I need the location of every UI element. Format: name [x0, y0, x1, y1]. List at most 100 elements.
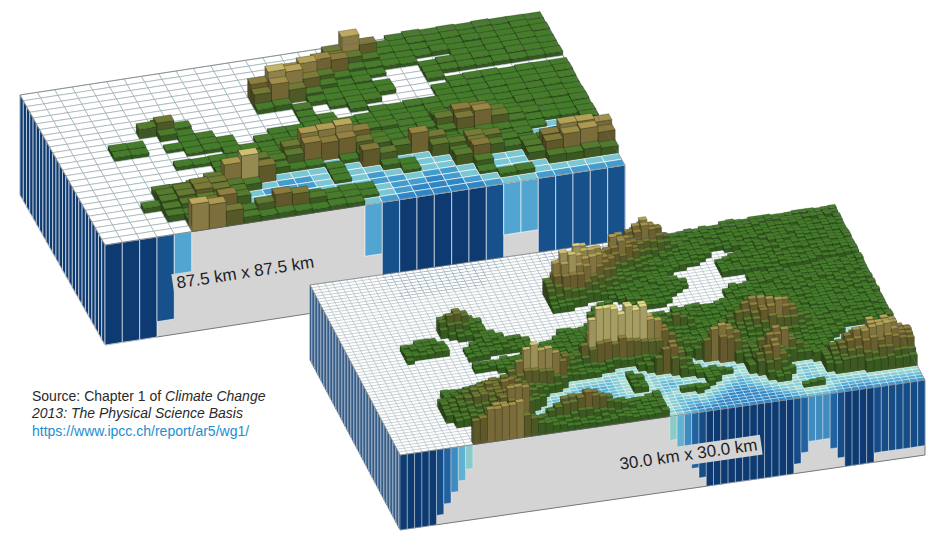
depth-bar — [355, 370, 357, 448]
depth-bar — [56, 159, 59, 265]
depth-bar — [315, 294, 317, 372]
depth-bar — [43, 135, 46, 241]
depth-bar — [316, 296, 318, 374]
depth-bar — [333, 328, 335, 406]
depth-bar — [357, 373, 359, 451]
depth-bar — [102, 239, 105, 345]
depth-bar — [321, 305, 323, 383]
depth-bar — [345, 350, 347, 428]
depth-bar — [328, 319, 330, 397]
depth-bar — [40, 130, 43, 236]
depth-bar — [372, 401, 374, 479]
terrain-column — [363, 148, 380, 168]
depth-bar — [369, 396, 371, 474]
depth-bar — [49, 147, 52, 253]
depth-bar — [76, 193, 79, 299]
depth-bar — [313, 291, 315, 369]
terrain-column — [226, 209, 243, 227]
terrain-column — [411, 131, 428, 154]
depth-bar — [85, 210, 88, 316]
depth-bar — [325, 313, 327, 391]
depth-bar — [391, 438, 393, 516]
depth-bar — [82, 205, 85, 311]
depth-bar — [348, 356, 350, 434]
depth-bar — [407, 453, 414, 529]
depth-bar — [429, 450, 436, 526]
depth-bar — [881, 385, 888, 452]
depth-bar — [378, 413, 380, 491]
depth-bar — [327, 316, 329, 394]
depth-bar — [394, 444, 396, 522]
depth-bar — [910, 381, 917, 448]
depth-bar — [27, 107, 30, 213]
depth-bar — [918, 380, 925, 447]
depth-bar — [346, 353, 348, 431]
depth-bar — [361, 381, 363, 459]
terrain-column — [192, 202, 209, 232]
depth-bar — [312, 288, 314, 366]
depth-bar — [393, 441, 395, 519]
depth-bar — [896, 383, 903, 450]
depth-bar — [95, 228, 98, 334]
depth-bar — [122, 240, 139, 343]
depth-bar — [310, 285, 312, 363]
depth-bar — [364, 387, 366, 465]
depth-bar — [367, 393, 369, 471]
depth-bar — [466, 445, 473, 470]
depth-bar — [400, 454, 407, 530]
depth-bar — [349, 359, 351, 437]
depth-bar — [59, 164, 62, 270]
depth-bar — [845, 390, 852, 466]
depth-bar — [340, 342, 342, 420]
depth-bar — [390, 435, 392, 513]
depth-bar — [387, 430, 389, 508]
depth-bar — [830, 393, 837, 449]
depth-bar — [336, 333, 338, 411]
depth-bar — [397, 449, 399, 527]
depth-bar — [794, 398, 801, 465]
depth-bar — [556, 173, 573, 260]
depth-bar — [388, 432, 390, 510]
depth-bar — [319, 302, 321, 380]
depth-bar — [358, 376, 360, 454]
depth-bar — [874, 386, 881, 453]
terrain-column — [209, 202, 226, 229]
depth-bar — [360, 379, 362, 457]
depth-bar — [399, 452, 401, 530]
depth-bar — [330, 322, 332, 400]
depth-bar — [677, 414, 684, 449]
depth-bar — [343, 347, 345, 425]
depth-bar — [334, 330, 336, 408]
depth-bar — [381, 418, 383, 496]
depth-bar — [889, 384, 896, 451]
depth-bar — [140, 237, 157, 340]
depth-bar — [324, 311, 326, 389]
depth-bar — [337, 336, 339, 414]
depth-bar — [339, 339, 341, 417]
depth-bar — [838, 392, 845, 459]
depth-bar — [342, 345, 344, 423]
terrain-column — [322, 141, 339, 162]
depth-bar — [331, 325, 333, 403]
depth-bar — [808, 396, 815, 442]
depth-bar — [504, 181, 521, 235]
depth-bar — [852, 389, 859, 465]
depth-bar — [66, 176, 69, 282]
depth-bar — [396, 447, 398, 525]
depth-bar — [859, 388, 866, 464]
depth-bar — [366, 390, 368, 468]
depth-bar — [437, 449, 444, 516]
depth-bar — [30, 112, 33, 218]
depth-bar — [99, 234, 102, 340]
depth-bar — [385, 427, 387, 505]
depth-bar — [382, 421, 384, 499]
depth-bar — [89, 216, 92, 322]
depth-bar — [670, 415, 677, 440]
depth-bar — [422, 451, 429, 527]
depth-bar — [79, 199, 82, 305]
depth-bar — [590, 168, 607, 255]
depth-bar — [354, 367, 356, 445]
depth-bar — [787, 399, 794, 475]
depth-bar — [816, 395, 823, 441]
